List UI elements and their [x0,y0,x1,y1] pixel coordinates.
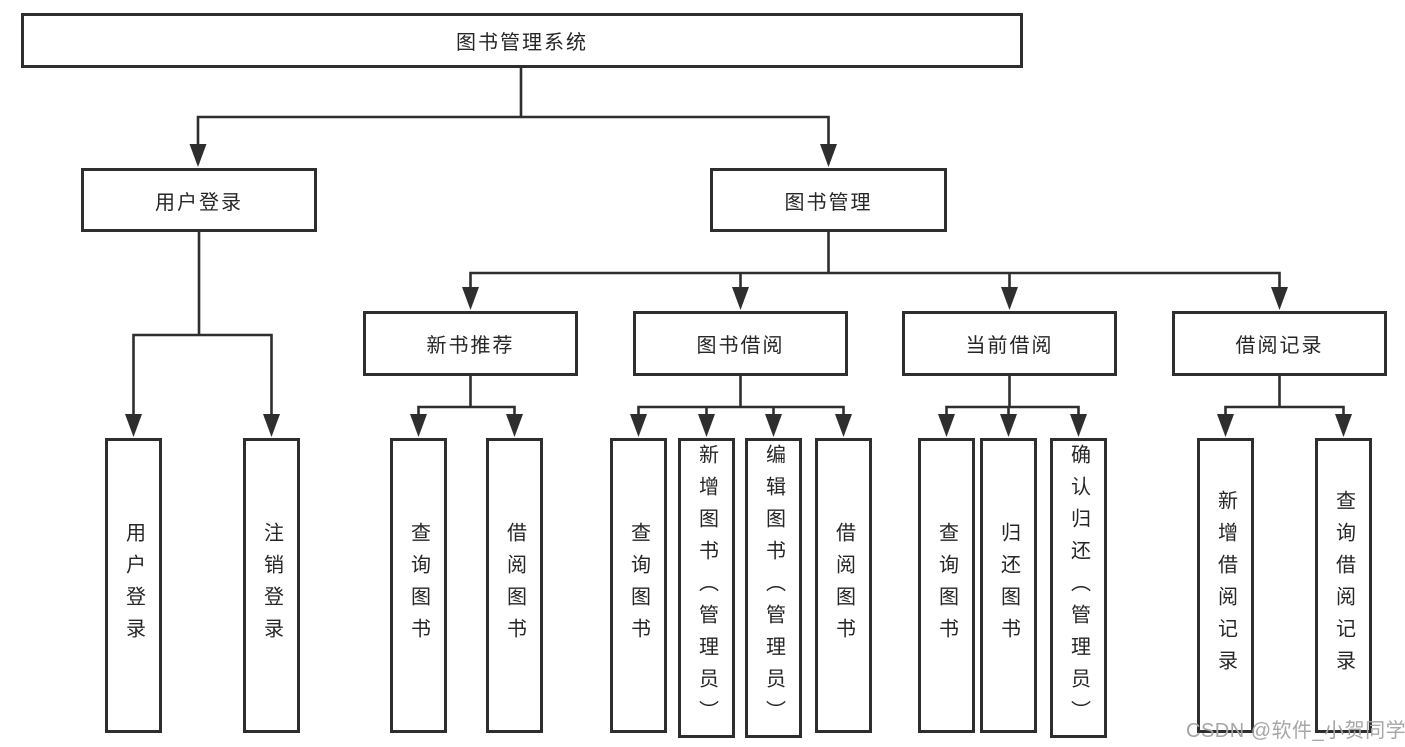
leaf-query-books-current: 查询图书 [918,438,975,733]
leaf-borrow-books-borrow: 借阅图书 [815,438,872,733]
leaf-user-login: 用户登录 [105,438,162,733]
leaf-query-borrow-record: 查询借阅记录 [1315,438,1372,733]
node-label: 注销登录 [260,521,283,650]
node-label: 查询图书 [935,521,958,650]
node-user-login: 用户登录 [81,168,317,232]
leaf-confirm-return-admin: 确认归还（管理员） [1050,438,1107,738]
node-new-book-recommend: 新书推荐 [363,311,578,376]
node-label: 归还图书 [997,521,1020,650]
leaf-query-books-recommend: 查询图书 [390,438,447,733]
node-label: 编辑图书（管理员） [762,444,785,732]
node-label: 查询图书 [627,521,650,650]
node-book-borrow: 图书借阅 [633,311,848,376]
csdn-watermark: CSDN @软件_小贺同学 [1186,720,1405,742]
node-label: 新书推荐 [426,335,515,357]
node-label: 图书管理系统 [456,32,588,54]
leaf-borrow-books-recommend: 借阅图书 [486,438,543,733]
arrow-down-icons [125,144,1352,437]
node-current-borrow: 当前借阅 [902,311,1117,376]
node-label: 新增借阅记录 [1214,489,1237,682]
leaf-return-books: 归还图书 [980,438,1037,733]
node-label: 借阅图书 [503,521,526,650]
node-book-management: 图书管理 [710,168,947,232]
node-borrow-records: 借阅记录 [1172,311,1387,376]
node-label: 借阅记录 [1235,335,1324,357]
leaf-query-books-borrow: 查询图书 [610,438,667,733]
node-label: 图书管理 [784,191,873,214]
node-label: 新增图书（管理员） [695,444,718,732]
leaf-add-books-admin: 新增图书（管理员） [678,438,735,738]
node-label: 当前借阅 [965,335,1054,357]
node-label: 查询借阅记录 [1332,489,1355,682]
node-label: 图书借阅 [696,335,785,357]
node-library-management-system: 图书管理系统 [21,13,1023,68]
leaf-add-borrow-record: 新增借阅记录 [1197,438,1254,733]
leaf-logout: 注销登录 [243,438,300,733]
node-label: 确认归还（管理员） [1067,444,1090,732]
leaf-edit-books-admin: 编辑图书（管理员） [745,438,802,738]
node-label: 查询图书 [407,521,430,650]
node-label: 用户登录 [122,521,145,650]
node-label: 借阅图书 [832,521,855,650]
node-label: 用户登录 [155,191,243,214]
connector-lines [132,68,1345,431]
